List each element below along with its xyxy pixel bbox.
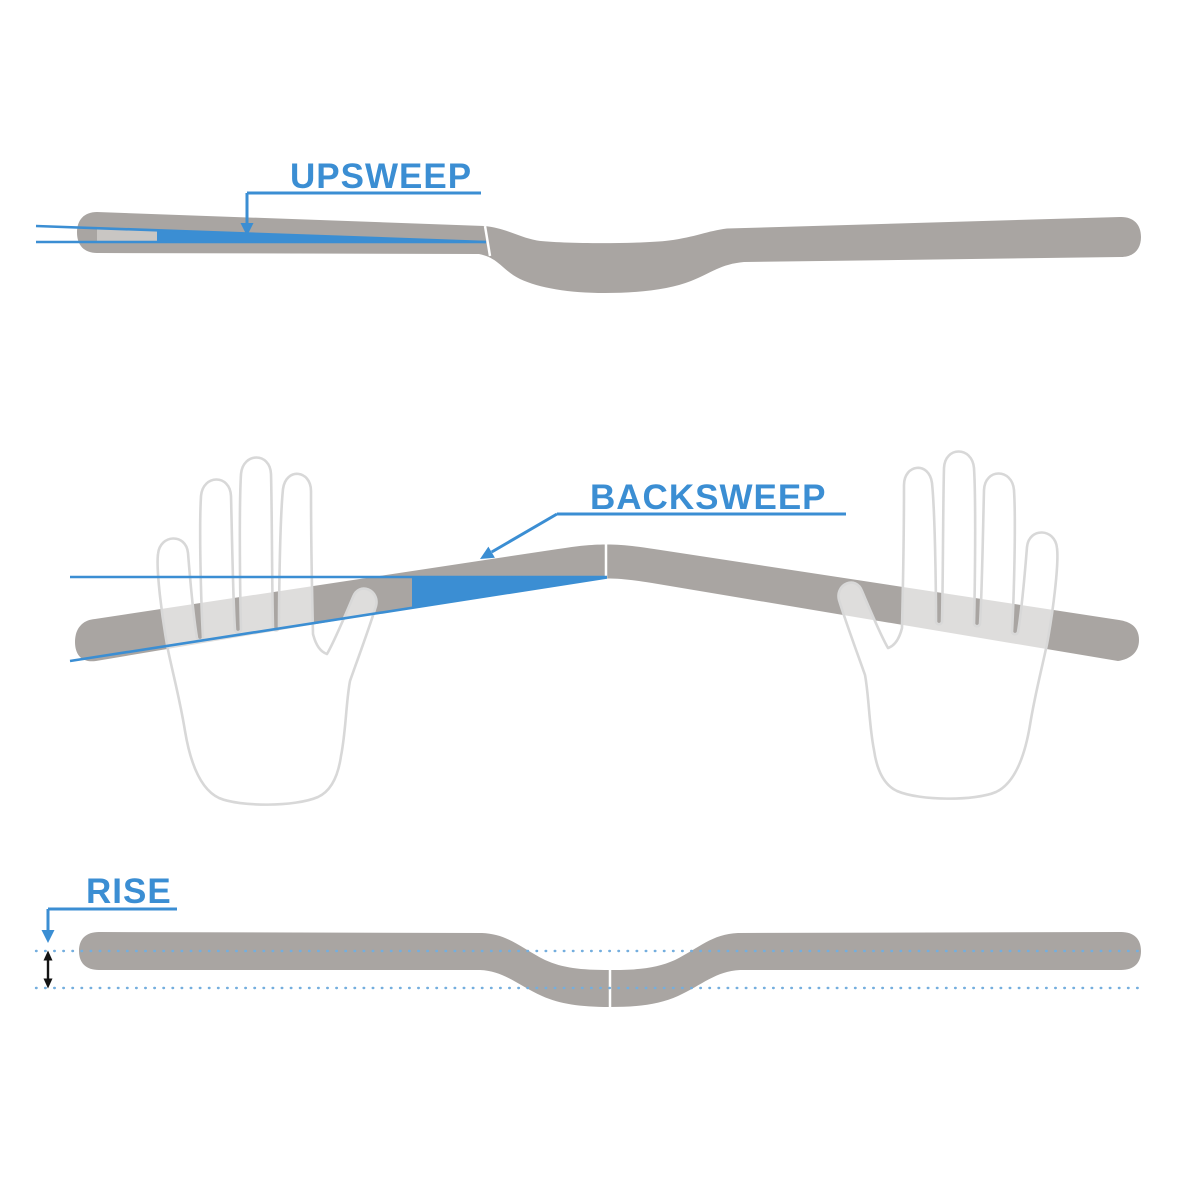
upsweep-angle-wedge [157, 230, 486, 243]
bar-segment-divider [483, 225, 492, 257]
backsweep-diagram: BACKSWEEP [69, 450, 1139, 806]
backsweep-arrowhead-icon [480, 546, 495, 559]
rise-arrowhead-icon [41, 930, 55, 943]
rise-label: RISE [86, 872, 172, 911]
upsweep-diagram: UPSWEEP [35, 157, 1141, 293]
rise-double-arrow-up-icon [43, 950, 53, 961]
upsweep-label: UPSWEEP [290, 157, 472, 196]
upsweep-arrowhead-icon [240, 223, 254, 236]
backsweep-leader-line [490, 512, 558, 554]
backsweep-angle-wedge [412, 576, 607, 608]
backsweep-label: BACKSWEEP [590, 478, 827, 517]
backsweep-axis-reference-line [69, 576, 608, 663]
rise-diagram: RISE [34, 872, 1145, 1008]
rise-double-arrow-down-icon [43, 978, 53, 989]
upsweep-light-band [97, 228, 157, 243]
right-hand-outline [837, 450, 1059, 800]
handlebar-front-view [77, 212, 1141, 293]
